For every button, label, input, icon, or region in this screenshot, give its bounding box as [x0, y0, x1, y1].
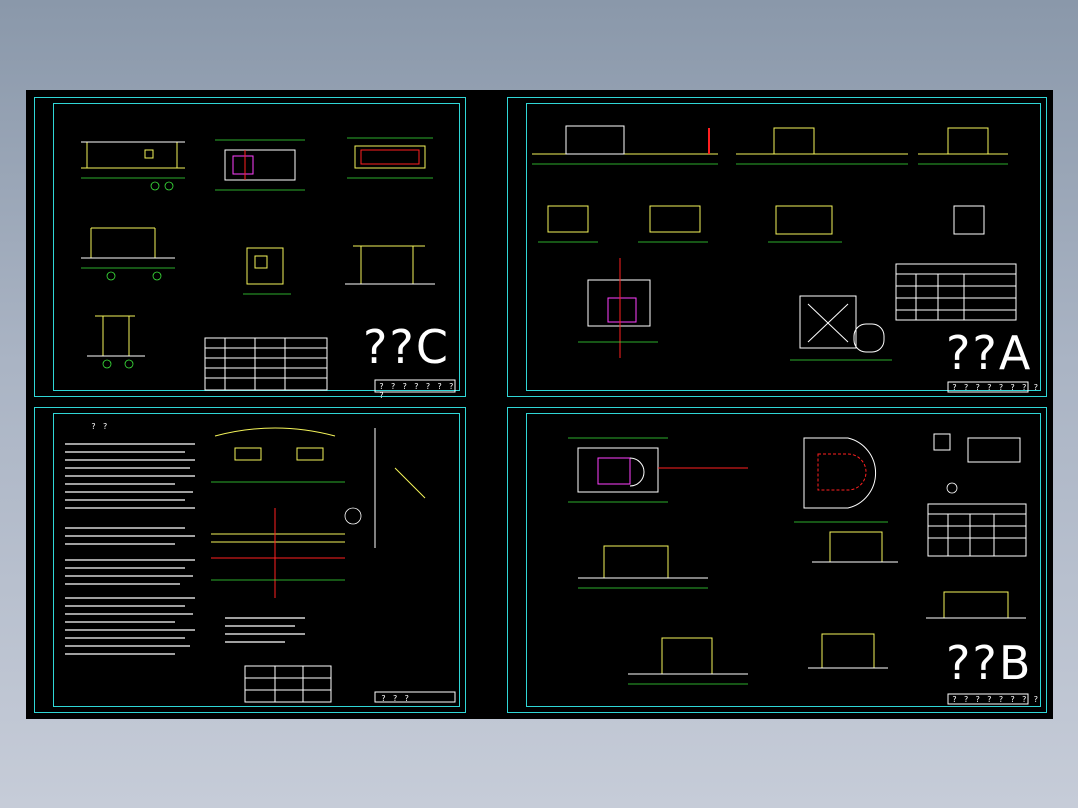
sheet-notes-drawing [65, 427, 456, 703]
sheet-c-drawing-label: ??C [363, 320, 450, 374]
sheet-a-title-block: ? ? ? ? ? ? ? ? [952, 383, 1040, 392]
sheet-c-drawing [81, 137, 456, 393]
sheet-b-inner-frame [526, 413, 1041, 707]
sheet-notes-title-block: ? ? ? [381, 694, 411, 703]
sheet-b-drawing-label: ??B [946, 636, 1033, 690]
sheet-notes-heading: ? ? [91, 422, 109, 431]
drawing-sheet-notes[interactable]: ? ? ? ? ? [34, 407, 466, 713]
sheet-b-title-block: ? ? ? ? ? ? ? ? [952, 695, 1040, 704]
drawing-sheet-b[interactable]: ??B ? ? ? ? ? ? ? ? [507, 407, 1047, 713]
drawing-sheet-c[interactable]: ??C ? ? ? ? ? ? ? ? [34, 97, 466, 400]
sheet-a-drawing [532, 125, 1029, 393]
sheet-b-drawing [568, 433, 1029, 705]
cad-drawing-canvas[interactable]: ??C ? ? ? ? ? ? ? ? [26, 90, 1053, 719]
sheet-a-inner-frame [526, 103, 1041, 391]
sheet-notes-inner-frame [53, 413, 460, 707]
sheet-a-drawing-label: ??A [946, 326, 1033, 380]
sheet-c-title-block: ? ? ? ? ? ? ? ? [379, 382, 455, 400]
drawing-sheet-a[interactable]: ??A ? ? ? ? ? ? ? ? [507, 97, 1047, 397]
